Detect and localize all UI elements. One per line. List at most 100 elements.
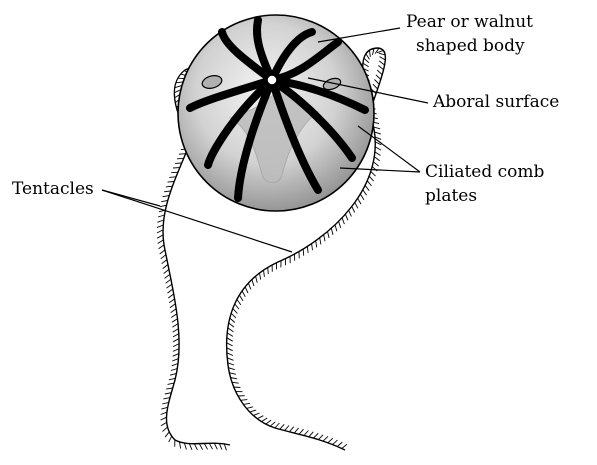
cilium [247, 407, 254, 409]
cilium [161, 412, 167, 414]
label-body-line2: shaped body [416, 36, 525, 56]
cilium [166, 186, 173, 187]
cilium [376, 75, 381, 80]
cilium [339, 221, 341, 227]
cilium [157, 230, 163, 233]
cilium [372, 167, 377, 172]
label-tentacles: Tentacles [12, 179, 94, 199]
cilium [323, 436, 328, 441]
cilium [299, 429, 303, 434]
cilium [266, 420, 271, 424]
cilium [227, 353, 233, 356]
cilium [163, 265, 168, 269]
cilium [237, 299, 241, 305]
cilium [230, 318, 235, 322]
cilium [173, 339, 179, 342]
cilium [209, 443, 212, 449]
cilium [239, 295, 243, 301]
cilium [164, 191, 171, 192]
cilium [166, 388, 173, 389]
cilium [172, 324, 178, 328]
cilium [261, 418, 267, 422]
cilium [164, 269, 169, 273]
cilium [172, 319, 178, 323]
cilium [166, 279, 171, 283]
cilium [229, 323, 234, 327]
cilium [375, 80, 380, 85]
cilium [170, 304, 176, 308]
cilium [309, 432, 314, 437]
label-aboral: Aboral surface [432, 92, 559, 112]
cilium [345, 214, 348, 220]
cilium [260, 273, 261, 280]
cilium [168, 182, 175, 183]
cilium [233, 309, 238, 314]
cilium [161, 407, 167, 409]
cilium [335, 225, 337, 231]
cilium [379, 61, 384, 65]
cilium [157, 225, 163, 228]
cilium [377, 70, 382, 75]
cilium [333, 440, 338, 445]
cilium [257, 416, 263, 419]
cilium [377, 51, 383, 53]
cilium [303, 249, 304, 256]
cilium [189, 444, 192, 450]
cilium [342, 444, 347, 448]
cilium [171, 309, 177, 313]
cilium [161, 422, 167, 426]
cilium [380, 57, 386, 60]
cilium [307, 246, 308, 253]
cilium [173, 354, 179, 357]
cilium [169, 299, 174, 303]
cilium [173, 349, 179, 352]
cilium [294, 428, 298, 433]
cilium [173, 334, 179, 337]
cilium [312, 244, 313, 251]
cilium [375, 152, 381, 156]
cilium [314, 433, 319, 438]
cilium [199, 444, 202, 450]
cilium [318, 435, 323, 440]
cilium [245, 287, 248, 293]
cilium [352, 206, 355, 212]
cilium [331, 228, 333, 235]
cilium [232, 382, 239, 383]
cilium [214, 443, 217, 449]
ctenophore-body [178, 15, 374, 211]
cilium [163, 398, 170, 399]
cilium [179, 154, 186, 155]
cilium [364, 58, 369, 63]
cilium [373, 162, 378, 166]
cilium [373, 84, 378, 89]
cilium [328, 438, 333, 443]
cilium [378, 66, 383, 70]
cilium [252, 280, 254, 286]
cilium [227, 358, 233, 361]
cilium [304, 431, 308, 436]
cilium [163, 427, 168, 432]
cilium [171, 314, 177, 318]
cilium [358, 198, 361, 204]
cilium [242, 291, 245, 297]
cilium [165, 432, 169, 437]
cilium [227, 343, 233, 346]
cilium [369, 50, 370, 57]
cilium [167, 284, 172, 288]
cilium [163, 196, 170, 197]
cilium [363, 63, 369, 67]
cilium [253, 413, 259, 416]
cilium [234, 387, 241, 388]
cilium [250, 410, 256, 412]
cilium [374, 157, 379, 161]
cilium [169, 177, 176, 178]
cilium [360, 194, 364, 200]
cilium [256, 276, 258, 283]
cilium [363, 190, 367, 196]
cilium [168, 294, 173, 298]
cilium [176, 82, 183, 83]
cilium [275, 423, 280, 428]
cilium [285, 426, 289, 431]
